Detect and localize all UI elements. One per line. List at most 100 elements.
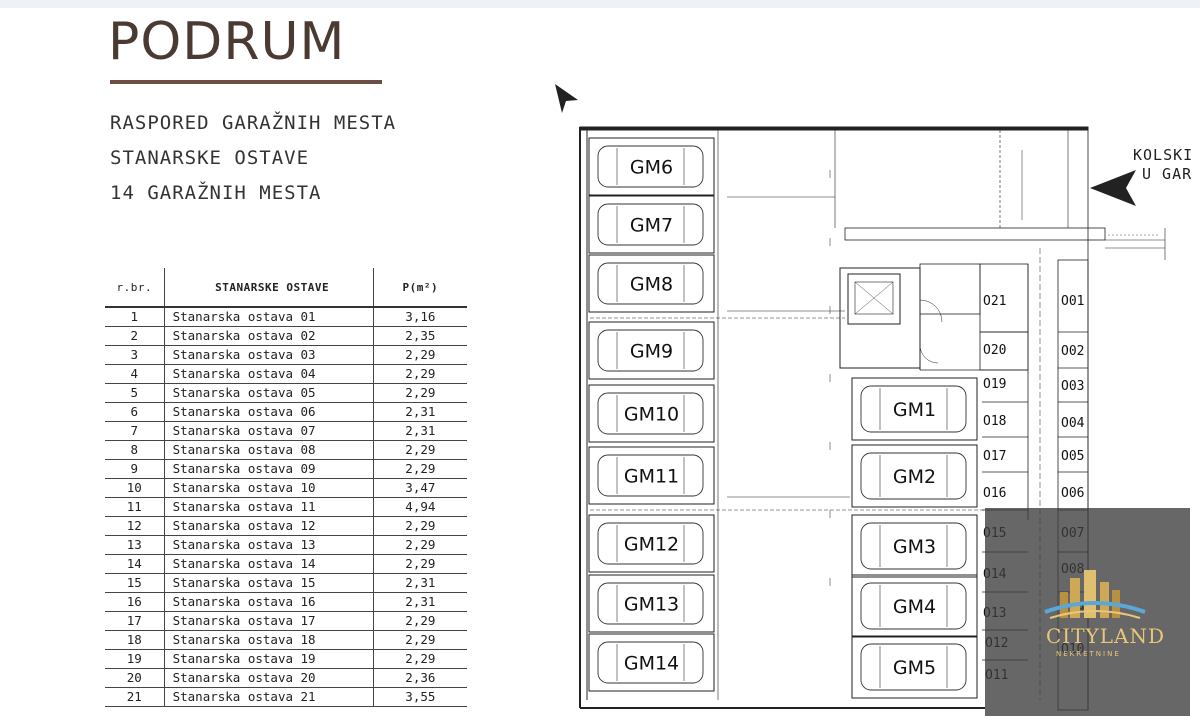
storage-name: Stanarska ostava 04 bbox=[164, 364, 374, 384]
parking-spot-label: GM1 bbox=[893, 399, 936, 421]
car-icon bbox=[597, 582, 704, 625]
parking-spot-gm10: GM10 bbox=[588, 384, 715, 443]
storage-name: Stanarska ostava 03 bbox=[164, 345, 374, 365]
storage-name: Stanarska ostava 18 bbox=[164, 630, 374, 650]
row-number: 10 bbox=[105, 478, 165, 498]
parking-spot-gm2: GM2 bbox=[851, 444, 978, 508]
storage-area: 2,29 bbox=[373, 383, 467, 403]
parking-spot-gm6: GM6 bbox=[588, 137, 715, 196]
storage-area: 2,31 bbox=[373, 402, 467, 422]
storage-name: Stanarska ostava 12 bbox=[164, 516, 374, 536]
car-icon bbox=[597, 145, 704, 188]
storage-name: Stanarska ostava 06 bbox=[164, 402, 374, 422]
storage-name: Stanarska ostava 10 bbox=[164, 478, 374, 498]
storage-label-o17: O17 bbox=[983, 449, 1006, 464]
storage-area: 2,29 bbox=[373, 516, 467, 536]
row-number: 17 bbox=[105, 611, 165, 631]
parking-spot-label: GM4 bbox=[893, 596, 936, 618]
row-number: 20 bbox=[105, 668, 165, 688]
storage-label-o02: O02 bbox=[1061, 344, 1084, 359]
row-number: 6 bbox=[105, 402, 165, 422]
storage-area: 2,29 bbox=[373, 440, 467, 460]
row-number: 16 bbox=[105, 592, 165, 612]
storage-label-o03: O03 bbox=[1061, 379, 1084, 394]
row-number: 1 bbox=[105, 307, 165, 327]
parking-spot-label: GM12 bbox=[624, 534, 679, 556]
watermark-tagline: NEKRETNINE bbox=[1056, 650, 1121, 658]
storage-area: 2,29 bbox=[373, 364, 467, 384]
row-number: 13 bbox=[105, 535, 165, 555]
car-icon bbox=[597, 262, 704, 305]
storage-area: 2,29 bbox=[373, 630, 467, 650]
header-rbr: r.br. bbox=[105, 268, 165, 308]
parking-spot-label: GM14 bbox=[624, 653, 679, 675]
parking-spot-label: GM7 bbox=[630, 215, 673, 237]
parking-spot-label: GM8 bbox=[630, 274, 673, 296]
row-number: 19 bbox=[105, 649, 165, 669]
car-icon bbox=[860, 522, 967, 570]
parking-spot-gm4: GM4 bbox=[851, 574, 978, 638]
parking-spot-label: GM6 bbox=[630, 157, 673, 179]
storage-area: 2,29 bbox=[373, 649, 467, 669]
top-bar bbox=[0, 0, 1200, 8]
car-icon bbox=[597, 522, 704, 565]
parking-spot-label: GM3 bbox=[893, 536, 936, 558]
parking-spot-label: GM13 bbox=[624, 594, 679, 616]
car-icon bbox=[597, 641, 704, 684]
entry-label: KOLSKI U GAR bbox=[1133, 146, 1193, 184]
parking-spot-label: GM10 bbox=[624, 404, 679, 426]
storage-area: 2,29 bbox=[373, 345, 467, 365]
car-icon bbox=[597, 329, 704, 372]
parking-spot-gm7: GM7 bbox=[588, 195, 715, 254]
storage-label-o01: O01 bbox=[1061, 294, 1084, 309]
watermark-name: CITYLAND bbox=[1046, 624, 1166, 648]
car-icon bbox=[860, 452, 967, 500]
row-number: 14 bbox=[105, 554, 165, 574]
subtitle-line-2: STANARSKE OSTAVE bbox=[110, 147, 310, 169]
elevator-core bbox=[839, 263, 985, 371]
parking-spot-gm1: GM1 bbox=[851, 377, 978, 441]
parking-spot-label: GM5 bbox=[893, 657, 936, 679]
row-number: 12 bbox=[105, 516, 165, 536]
entry-label-line-1: KOLSKI bbox=[1133, 146, 1194, 164]
title-underline bbox=[110, 80, 382, 84]
storage-area: 3,47 bbox=[373, 478, 467, 498]
city-skyline-logo-icon bbox=[1044, 570, 1146, 619]
storage-name: Stanarska ostava 11 bbox=[164, 497, 374, 517]
storage-name: Stanarska ostava 19 bbox=[164, 649, 374, 669]
parking-spot-gm5: GM5 bbox=[851, 635, 978, 699]
row-number: 5 bbox=[105, 383, 165, 403]
storage-name: Stanarska ostava 17 bbox=[164, 611, 374, 631]
parking-spot-gm8: GM8 bbox=[588, 254, 715, 313]
car-icon bbox=[860, 582, 967, 630]
parking-spot-gm3: GM3 bbox=[851, 514, 978, 578]
storage-name: Stanarska ostava 09 bbox=[164, 459, 374, 479]
storage-label-o05: O05 bbox=[1061, 449, 1084, 464]
header-area: P(m²) bbox=[373, 268, 467, 308]
storage-area: 4,94 bbox=[373, 497, 467, 517]
car-icon bbox=[597, 392, 704, 435]
row-number: 3 bbox=[105, 345, 165, 365]
storage-name: Stanarska ostava 02 bbox=[164, 326, 374, 346]
storage-label-o16: O16 bbox=[983, 486, 1006, 501]
storage-name: Stanarska ostava 05 bbox=[164, 383, 374, 403]
row-number: 2 bbox=[105, 326, 165, 346]
page-title: PODRUM bbox=[108, 12, 346, 72]
car-icon bbox=[860, 643, 967, 691]
row-number: 21 bbox=[105, 687, 165, 707]
